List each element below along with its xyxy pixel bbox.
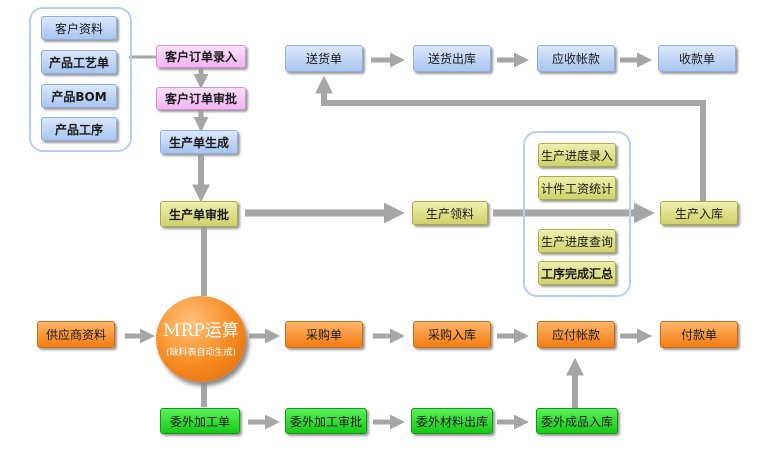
supplier-data-node[interactable]: 供应商资料 <box>37 321 115 348</box>
customer-order-entry-node[interactable]: 客户订单录入 <box>156 45 246 68</box>
production-order-review-node[interactable]: 生产单审批 <box>160 201 238 227</box>
customer-data-node[interactable]: 客户资料 <box>41 16 117 40</box>
mrp-calculation-node[interactable]: MRP运算 (缺料表自动生成) <box>156 296 246 382</box>
basic-data-group <box>29 7 132 152</box>
mrp-subtitle: (缺料表自动生成) <box>165 348 237 358</box>
outsource-finished-inbound-node[interactable]: 委外成品入库 <box>536 408 618 434</box>
piece-wage-stats-node[interactable]: 计件工资统计 <box>538 176 616 200</box>
outsource-material-out-node[interactable]: 委外材料出库 <box>411 408 493 434</box>
production-material-pick-node[interactable]: 生产领料 <box>412 201 488 225</box>
arrow-inbound-to-delivery <box>315 75 706 201</box>
outsource-order-node[interactable]: 委外加工单 <box>160 408 240 434</box>
accounts-payable-node[interactable]: 应付帐款 <box>537 321 615 348</box>
outsource-review-node[interactable]: 委外加工审批 <box>285 408 367 434</box>
product-process-node[interactable]: 产品工序 <box>41 117 117 141</box>
purchase-inbound-node[interactable]: 采购入库 <box>413 321 491 348</box>
progress-query-node[interactable]: 生产进度查询 <box>538 229 616 253</box>
customer-order-review-node[interactable]: 客户订单审批 <box>156 87 246 110</box>
production-tracking-group <box>523 131 631 297</box>
delivery-note-node[interactable]: 送货单 <box>285 45 363 72</box>
receipt-note-node[interactable]: 收款单 <box>658 45 736 72</box>
accounts-receivable-node[interactable]: 应收帐款 <box>537 45 615 72</box>
progress-entry-node[interactable]: 生产进度录入 <box>538 143 616 167</box>
mrp-title: MRP运算 <box>163 321 239 341</box>
purchase-order-node[interactable]: 采购单 <box>285 321 363 348</box>
production-inbound-node[interactable]: 生产入库 <box>660 201 738 225</box>
product-bom-node[interactable]: 产品BOM <box>41 84 117 108</box>
product-process-sheet-node[interactable]: 产品工艺单 <box>41 50 117 74</box>
production-order-generate-node[interactable]: 生产单生成 <box>160 130 238 154</box>
payment-note-node[interactable]: 付款单 <box>660 321 738 348</box>
delivery-outbound-node[interactable]: 送货出库 <box>413 45 491 72</box>
process-completion-summary-node[interactable]: 工序完成汇总 <box>538 261 616 285</box>
